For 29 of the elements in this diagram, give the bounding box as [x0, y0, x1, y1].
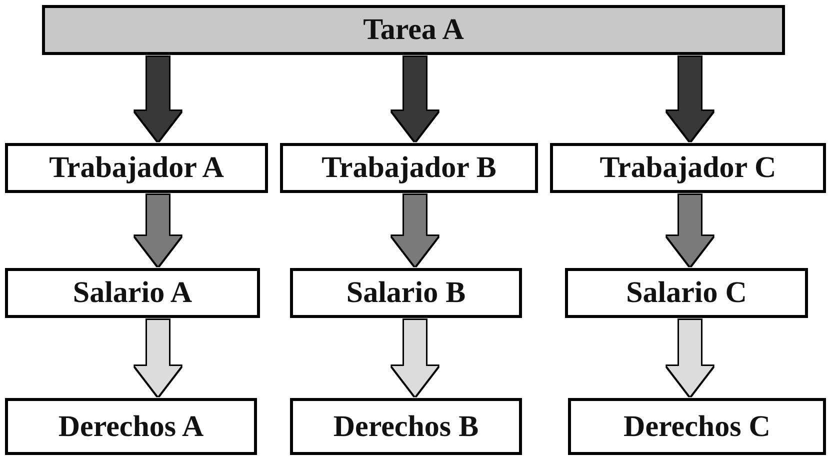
process-box — [565, 268, 808, 318]
block-arrow — [392, 57, 438, 141]
block-arrow — [392, 320, 438, 396]
process-box — [280, 143, 538, 193]
process-box — [290, 268, 522, 318]
process-box — [5, 268, 260, 318]
task-box — [42, 5, 785, 55]
node-label: Derechos B — [333, 410, 479, 444]
block-arrow — [667, 320, 713, 396]
process-box — [290, 398, 522, 455]
block-arrow — [667, 57, 713, 141]
node-label: Salario A — [72, 276, 192, 310]
node-label: Derechos A — [58, 410, 204, 444]
node-label: Salario B — [346, 276, 466, 310]
process-box — [5, 143, 268, 193]
process-box — [550, 143, 826, 193]
block-arrow — [667, 195, 713, 266]
process-box — [568, 398, 826, 455]
node-label: Derechos C — [624, 410, 770, 444]
block-arrow — [135, 57, 181, 141]
node-label: Salario C — [626, 276, 747, 310]
node-label: Trabajador A — [49, 151, 224, 185]
node-label: Trabajador B — [322, 151, 496, 185]
node-label: Tarea A — [363, 13, 464, 47]
block-arrow — [392, 195, 438, 266]
node-label: Trabajador C — [600, 151, 776, 185]
block-arrow — [135, 195, 181, 266]
block-arrow — [135, 320, 181, 396]
process-box — [5, 398, 257, 455]
